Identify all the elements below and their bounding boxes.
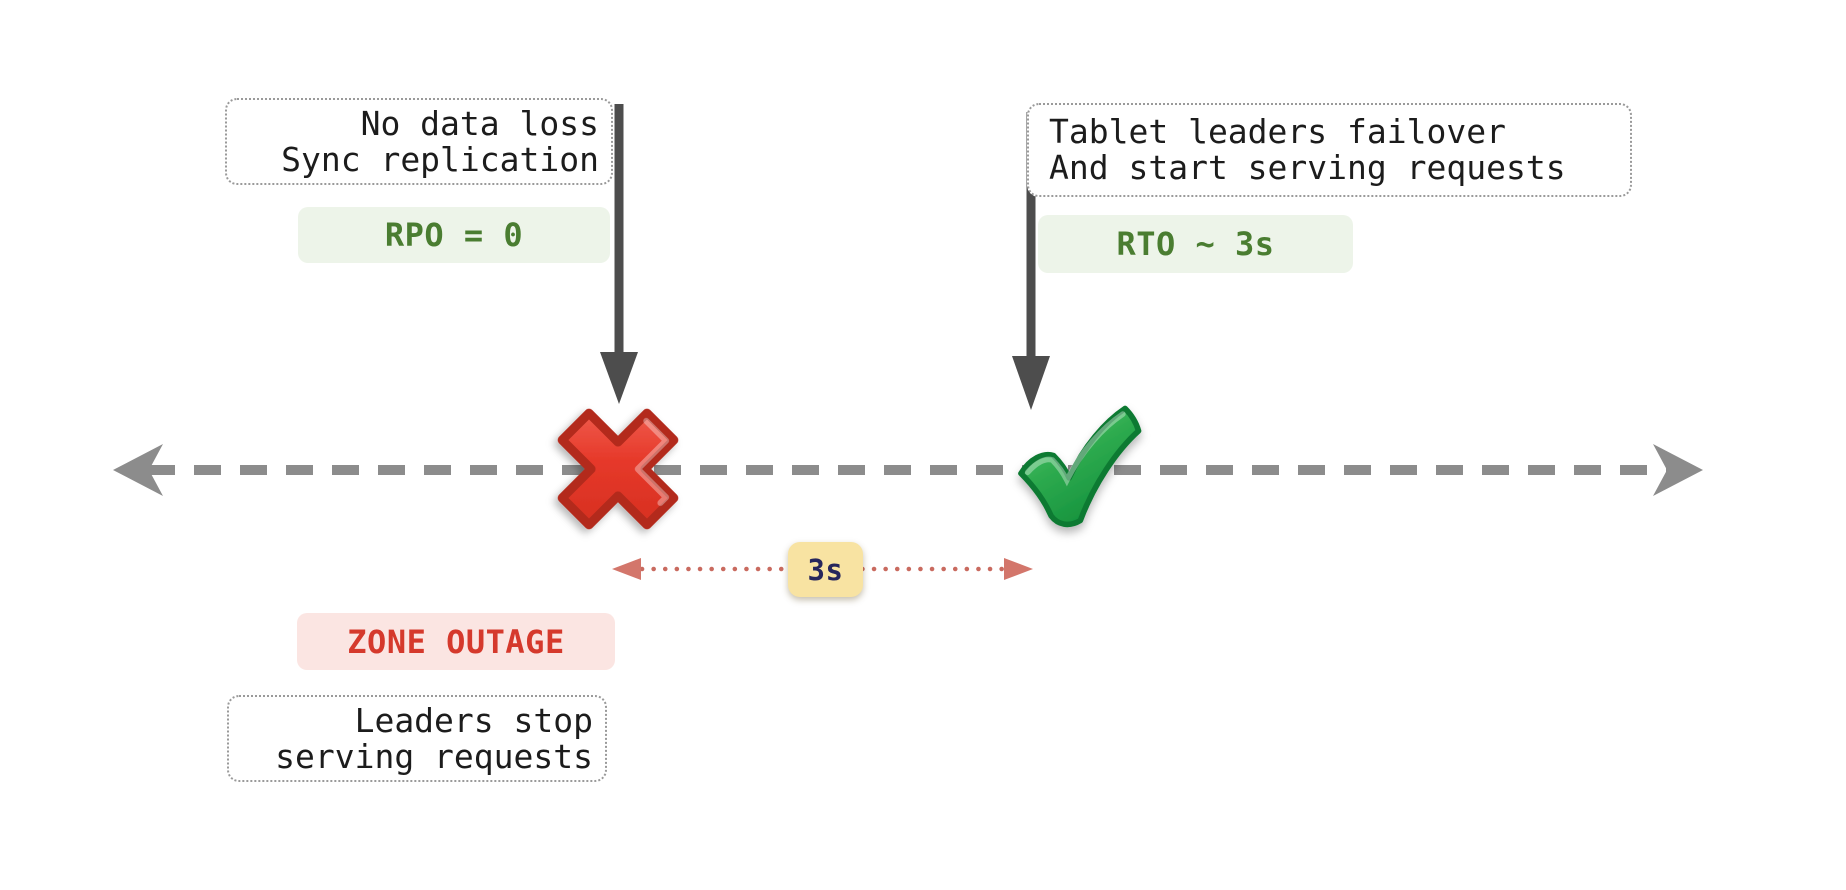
outage-pointer-arrow-icon — [600, 104, 638, 404]
span-right-arrowhead-icon — [1004, 558, 1033, 580]
callout-line: Tablet leaders failover — [1049, 112, 1506, 151]
timeline-right-arrowhead-icon — [1653, 444, 1703, 496]
callout-line: serving requests — [275, 736, 593, 776]
duration-badge: 3s — [788, 542, 863, 597]
zone-outage-badge: ZONE OUTAGE — [297, 613, 615, 670]
callout-line: Sync replication — [281, 139, 599, 179]
timeline-left-arrowhead-icon — [113, 444, 163, 496]
sync-replication-callout: No data loss Sync replication — [225, 98, 613, 185]
timeline — [113, 444, 1703, 496]
failover-callout: Tablet leaders failover And start servin… — [1027, 103, 1632, 197]
span-left-arrowhead-icon — [612, 558, 641, 580]
duration-span-arrow — [612, 558, 1033, 580]
green-check-icon — [1018, 405, 1142, 528]
callout-line: And start serving requests — [1049, 148, 1566, 187]
callout-line: No data loss — [360, 103, 599, 143]
leaders-stop-callout: Leaders stop serving requests — [227, 695, 607, 782]
rpo-badge: RPO = 0 — [298, 207, 610, 263]
red-cross-icon — [557, 408, 679, 530]
rto-badge: RTO ~ 3s — [1038, 215, 1353, 273]
callout-line: Leaders stop — [354, 700, 593, 740]
